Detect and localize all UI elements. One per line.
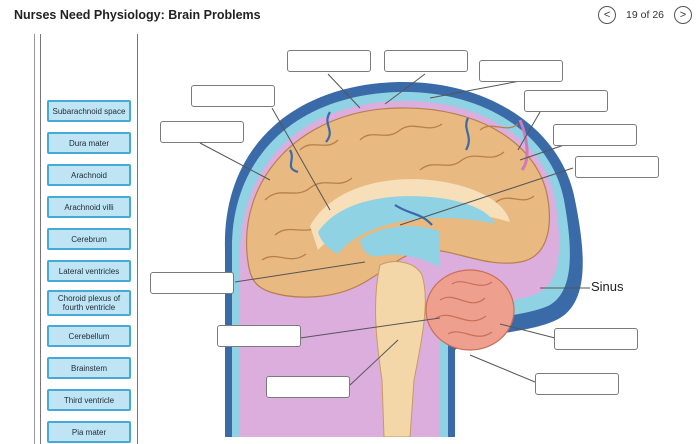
term-third-ventricle[interactable]: Third ventricle <box>47 389 131 411</box>
sinus-label: Sinus <box>591 279 624 294</box>
leader-lines <box>199 73 590 386</box>
drop-target-8[interactable] <box>575 156 659 178</box>
term-arachnoid[interactable]: Arachnoid <box>47 164 131 186</box>
term-arachnoid-villi[interactable]: Arachnoid villi <box>47 196 131 218</box>
drop-target-13[interactable] <box>535 373 619 395</box>
drop-target-12[interactable] <box>266 376 350 398</box>
drop-target-9[interactable] <box>150 272 234 294</box>
drop-target-6[interactable] <box>524 90 608 112</box>
drop-target-11[interactable] <box>554 328 638 350</box>
word-bank: Subarachnoid space Dura mater Arachnoid … <box>40 34 138 444</box>
chevron-left-icon: < <box>603 8 611 21</box>
cerebellum <box>425 269 515 351</box>
white-matter <box>310 179 510 250</box>
drop-target-5[interactable] <box>160 121 244 143</box>
brainstem <box>375 261 426 437</box>
term-dura-mater[interactable]: Dura mater <box>47 132 131 154</box>
term-subarachnoid-space[interactable]: Subarachnoid space <box>47 100 131 122</box>
term-cerebrum[interactable]: Cerebrum <box>47 228 131 250</box>
chevron-right-icon: > <box>679 8 687 21</box>
previous-button[interactable]: < <box>598 6 617 24</box>
drop-target-10[interactable] <box>217 325 301 347</box>
sinus-marker <box>518 119 529 171</box>
page-indicator: 19 of 26 <box>626 9 664 21</box>
drop-target-7[interactable] <box>553 124 637 146</box>
third-ventricle <box>360 226 440 268</box>
bank-divider <box>34 34 35 444</box>
drop-target-1[interactable] <box>191 85 275 107</box>
term-lateral-ventricles[interactable]: Lateral ventricles <box>47 260 131 282</box>
pager: < 19 of 26 > <box>598 6 692 24</box>
lateral-ventricle <box>318 196 495 254</box>
page-title: Nurses Need Physiology: Brain Problems <box>14 8 261 22</box>
drop-target-3[interactable] <box>384 50 468 72</box>
term-brainstem[interactable]: Brainstem <box>47 357 131 379</box>
drop-target-2[interactable] <box>287 50 371 72</box>
term-cerebellum[interactable]: Cerebellum <box>47 325 131 347</box>
next-button[interactable]: > <box>674 6 692 24</box>
cortical-veins <box>288 111 470 226</box>
drop-target-4[interactable] <box>479 60 563 82</box>
term-choroid-plexus-fourth-ventricle[interactable]: Choroid plexus of fourth ventricle <box>47 290 131 316</box>
